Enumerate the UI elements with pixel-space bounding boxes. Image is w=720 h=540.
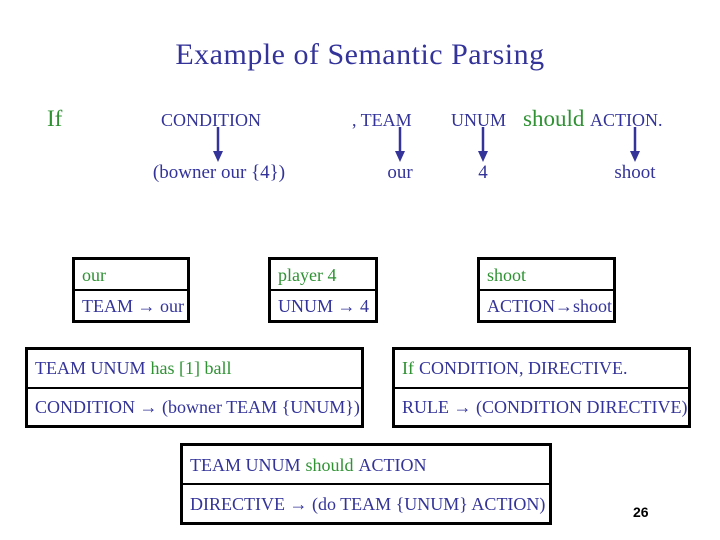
rule-box-team: our TEAM → our	[72, 257, 190, 323]
rule-box-rule-example: If CONDITION, DIRECTIVE.	[395, 350, 688, 389]
rule-box-team-example: our	[75, 260, 187, 291]
sentence-word-condition: CONDITION	[161, 110, 261, 130]
page-title: Example of Semantic Parsing	[175, 38, 545, 71]
parse-value-condition: (bowner our {4})	[152, 162, 286, 183]
rule-box-action: shoot ACTION→shoot	[477, 257, 616, 323]
condition-arrow-icon	[213, 127, 223, 162]
team-arrow-icon	[395, 127, 405, 162]
rule-box-action-example: shoot	[480, 260, 613, 291]
rule-box-condition-rule: CONDITION → (bowner TEAM {UNUM})	[35, 396, 360, 417]
unum-arrow-icon	[478, 127, 488, 162]
sentence-word-should: should	[523, 106, 585, 131]
rule-box-unum-rule: UNUM → 4	[278, 295, 370, 316]
rule-box-unum-example: player 4	[271, 260, 375, 291]
sentence-word-team: , TEAM	[352, 110, 412, 130]
rule-box-team-rule: TEAM → our	[82, 295, 184, 316]
rule-box-rule-rule: RULE → (CONDITION DIRECTIVE)	[402, 396, 688, 417]
sentence-word-unum: UNUM	[451, 110, 507, 130]
rule-box-condition-example: TEAM UNUM has [1] ball	[28, 350, 361, 389]
rule-box-rule: If CONDITION, DIRECTIVE. RULE → (CONDITI…	[392, 347, 691, 428]
sentence-word-action: ACTION.	[590, 110, 663, 130]
sentence-word-if: If	[47, 106, 63, 131]
rule-box-action-rule: ACTION→shoot	[487, 295, 612, 316]
page-number: 26	[633, 504, 649, 520]
parse-value-team: our	[387, 162, 413, 183]
rule-box-directive-rule: DIRECTIVE → (do TEAM {UNUM} ACTION)	[190, 493, 546, 514]
rule-box-directive-example: TEAM UNUM should ACTION	[183, 446, 549, 485]
parse-value-unum: 4	[478, 162, 488, 183]
parse-value-action: shoot	[614, 162, 656, 183]
rule-box-unum: player 4 UNUM → 4	[268, 257, 378, 323]
rule-box-condition: TEAM UNUM has [1] ball CONDITION → (bown…	[25, 347, 364, 428]
action-arrow-icon	[630, 127, 640, 162]
rule-box-directive: TEAM UNUM should ACTION DIRECTIVE → (do …	[180, 443, 552, 525]
